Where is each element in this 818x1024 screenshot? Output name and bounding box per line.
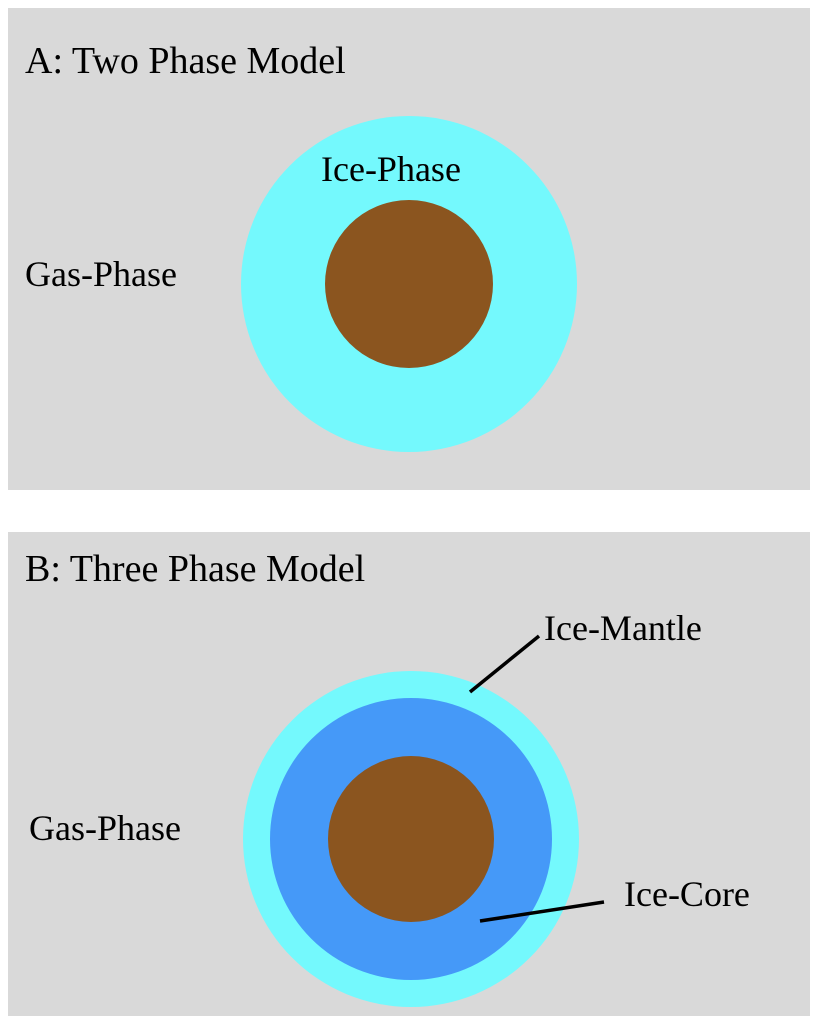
panel-three-phase-model: B: Three Phase Model Gas-Phase Ice-Mantl… xyxy=(8,532,810,1016)
gas-phase-label-a: Gas-Phase xyxy=(25,254,177,294)
ice-mantle-leader-line xyxy=(468,634,541,694)
grain-core-b xyxy=(328,756,494,922)
ice-core-label: Ice-Core xyxy=(624,874,750,914)
gas-phase-label-b: Gas-Phase xyxy=(29,808,181,848)
ice-phase-label: Ice-Phase xyxy=(321,149,461,189)
grain-core-a xyxy=(325,200,493,368)
two-phase-diagram xyxy=(241,116,577,452)
ice-mantle-label: Ice-Mantle xyxy=(544,608,702,648)
ice-core-leader-line xyxy=(479,900,605,923)
panel-two-phase-model: A: Two Phase Model Gas-Phase Ice-Phase xyxy=(8,8,810,490)
three-phase-diagram xyxy=(243,634,605,1007)
panel-b-title: B: Three Phase Model xyxy=(25,548,366,590)
panel-a-title: A: Two Phase Model xyxy=(25,40,346,82)
